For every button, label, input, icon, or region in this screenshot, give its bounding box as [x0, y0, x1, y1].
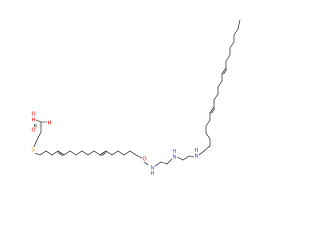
double-bond — [57, 150, 65, 156]
chain-bond — [45, 150, 53, 156]
label-bg — [194, 147, 199, 154]
chain-bond — [39, 150, 47, 156]
amine-hydrogen-2-label: H — [195, 148, 199, 154]
label-bg — [47, 120, 52, 126]
bond — [160, 161, 168, 165]
double-bond — [223, 69, 227, 75]
chain-bond — [117, 150, 125, 156]
atom-label-layer: O H O H S O N H N H N H — [30, 111, 199, 177]
amine-nitrogen-1-label: N — [173, 155, 177, 161]
bond — [154, 161, 162, 167]
label-bg — [31, 111, 36, 117]
bond — [188, 155, 195, 158]
molecule-diagram: O H O H S O N H N H N H — [30, 19, 241, 177]
chain-bond — [217, 80, 223, 88]
carboxyl-oxygen-label: O — [31, 128, 35, 134]
label-bg — [172, 148, 177, 155]
chain-bond — [75, 150, 83, 156]
double-bond — [211, 108, 215, 114]
sulfur-label: S — [31, 148, 34, 154]
chain-bond — [135, 154, 143, 159]
double-bond — [221, 67, 227, 75]
bond — [182, 155, 190, 161]
chain-bond — [205, 132, 211, 140]
amide-oxygen-label: O — [142, 157, 146, 163]
label-bg — [150, 170, 155, 177]
bond — [35, 131, 42, 143]
double-bond — [57, 152, 63, 156]
label-bg — [150, 165, 155, 171]
chain-bond — [87, 150, 95, 156]
chain-bond — [198, 150, 205, 156]
chain-bond — [111, 150, 119, 156]
chain-bond — [105, 150, 113, 156]
amine-hydrogen-1-label: H — [173, 149, 177, 155]
amide-nitrogen-label: N — [151, 166, 155, 172]
label-bg — [31, 117, 36, 123]
chain-bond — [225, 54, 231, 62]
label-bg — [31, 127, 36, 133]
chain-bond — [203, 145, 211, 152]
chain-bond — [237, 19, 241, 30]
bond — [33, 141, 37, 148]
label-bg — [194, 153, 199, 159]
chain-bond — [34, 152, 41, 156]
double-bond — [209, 106, 215, 114]
chain-bond — [69, 150, 77, 156]
chain-bond — [129, 150, 137, 156]
double-bond — [99, 150, 107, 156]
amine-nitrogen-2-label: N — [195, 154, 199, 160]
bond-layer — [33, 19, 241, 167]
chain-bond — [205, 119, 211, 127]
chain-bond — [51, 150, 59, 156]
chain-bond — [123, 150, 131, 156]
hydroxyl-hydrogen-label: H — [32, 118, 36, 124]
label-bg — [30, 147, 36, 153]
label-bg — [142, 156, 147, 162]
chain-bond — [63, 150, 71, 156]
chain-bond — [93, 150, 101, 156]
bond — [166, 158, 173, 165]
hydroxyl-oxygen-label: O — [31, 112, 35, 118]
hydroxy-right-label: H — [48, 121, 52, 127]
double-bond — [101, 152, 107, 156]
chain-bond — [213, 93, 219, 101]
structure-svg: O H O H S O N H N H N H — [30, 19, 241, 177]
amide-hydrogen-label: H — [151, 171, 155, 177]
label-bg — [172, 154, 177, 160]
bond — [35, 119, 42, 123]
chain-bond — [233, 28, 239, 36]
bond — [176, 156, 184, 161]
chain-bond — [229, 41, 235, 49]
chain-bond — [81, 150, 89, 156]
